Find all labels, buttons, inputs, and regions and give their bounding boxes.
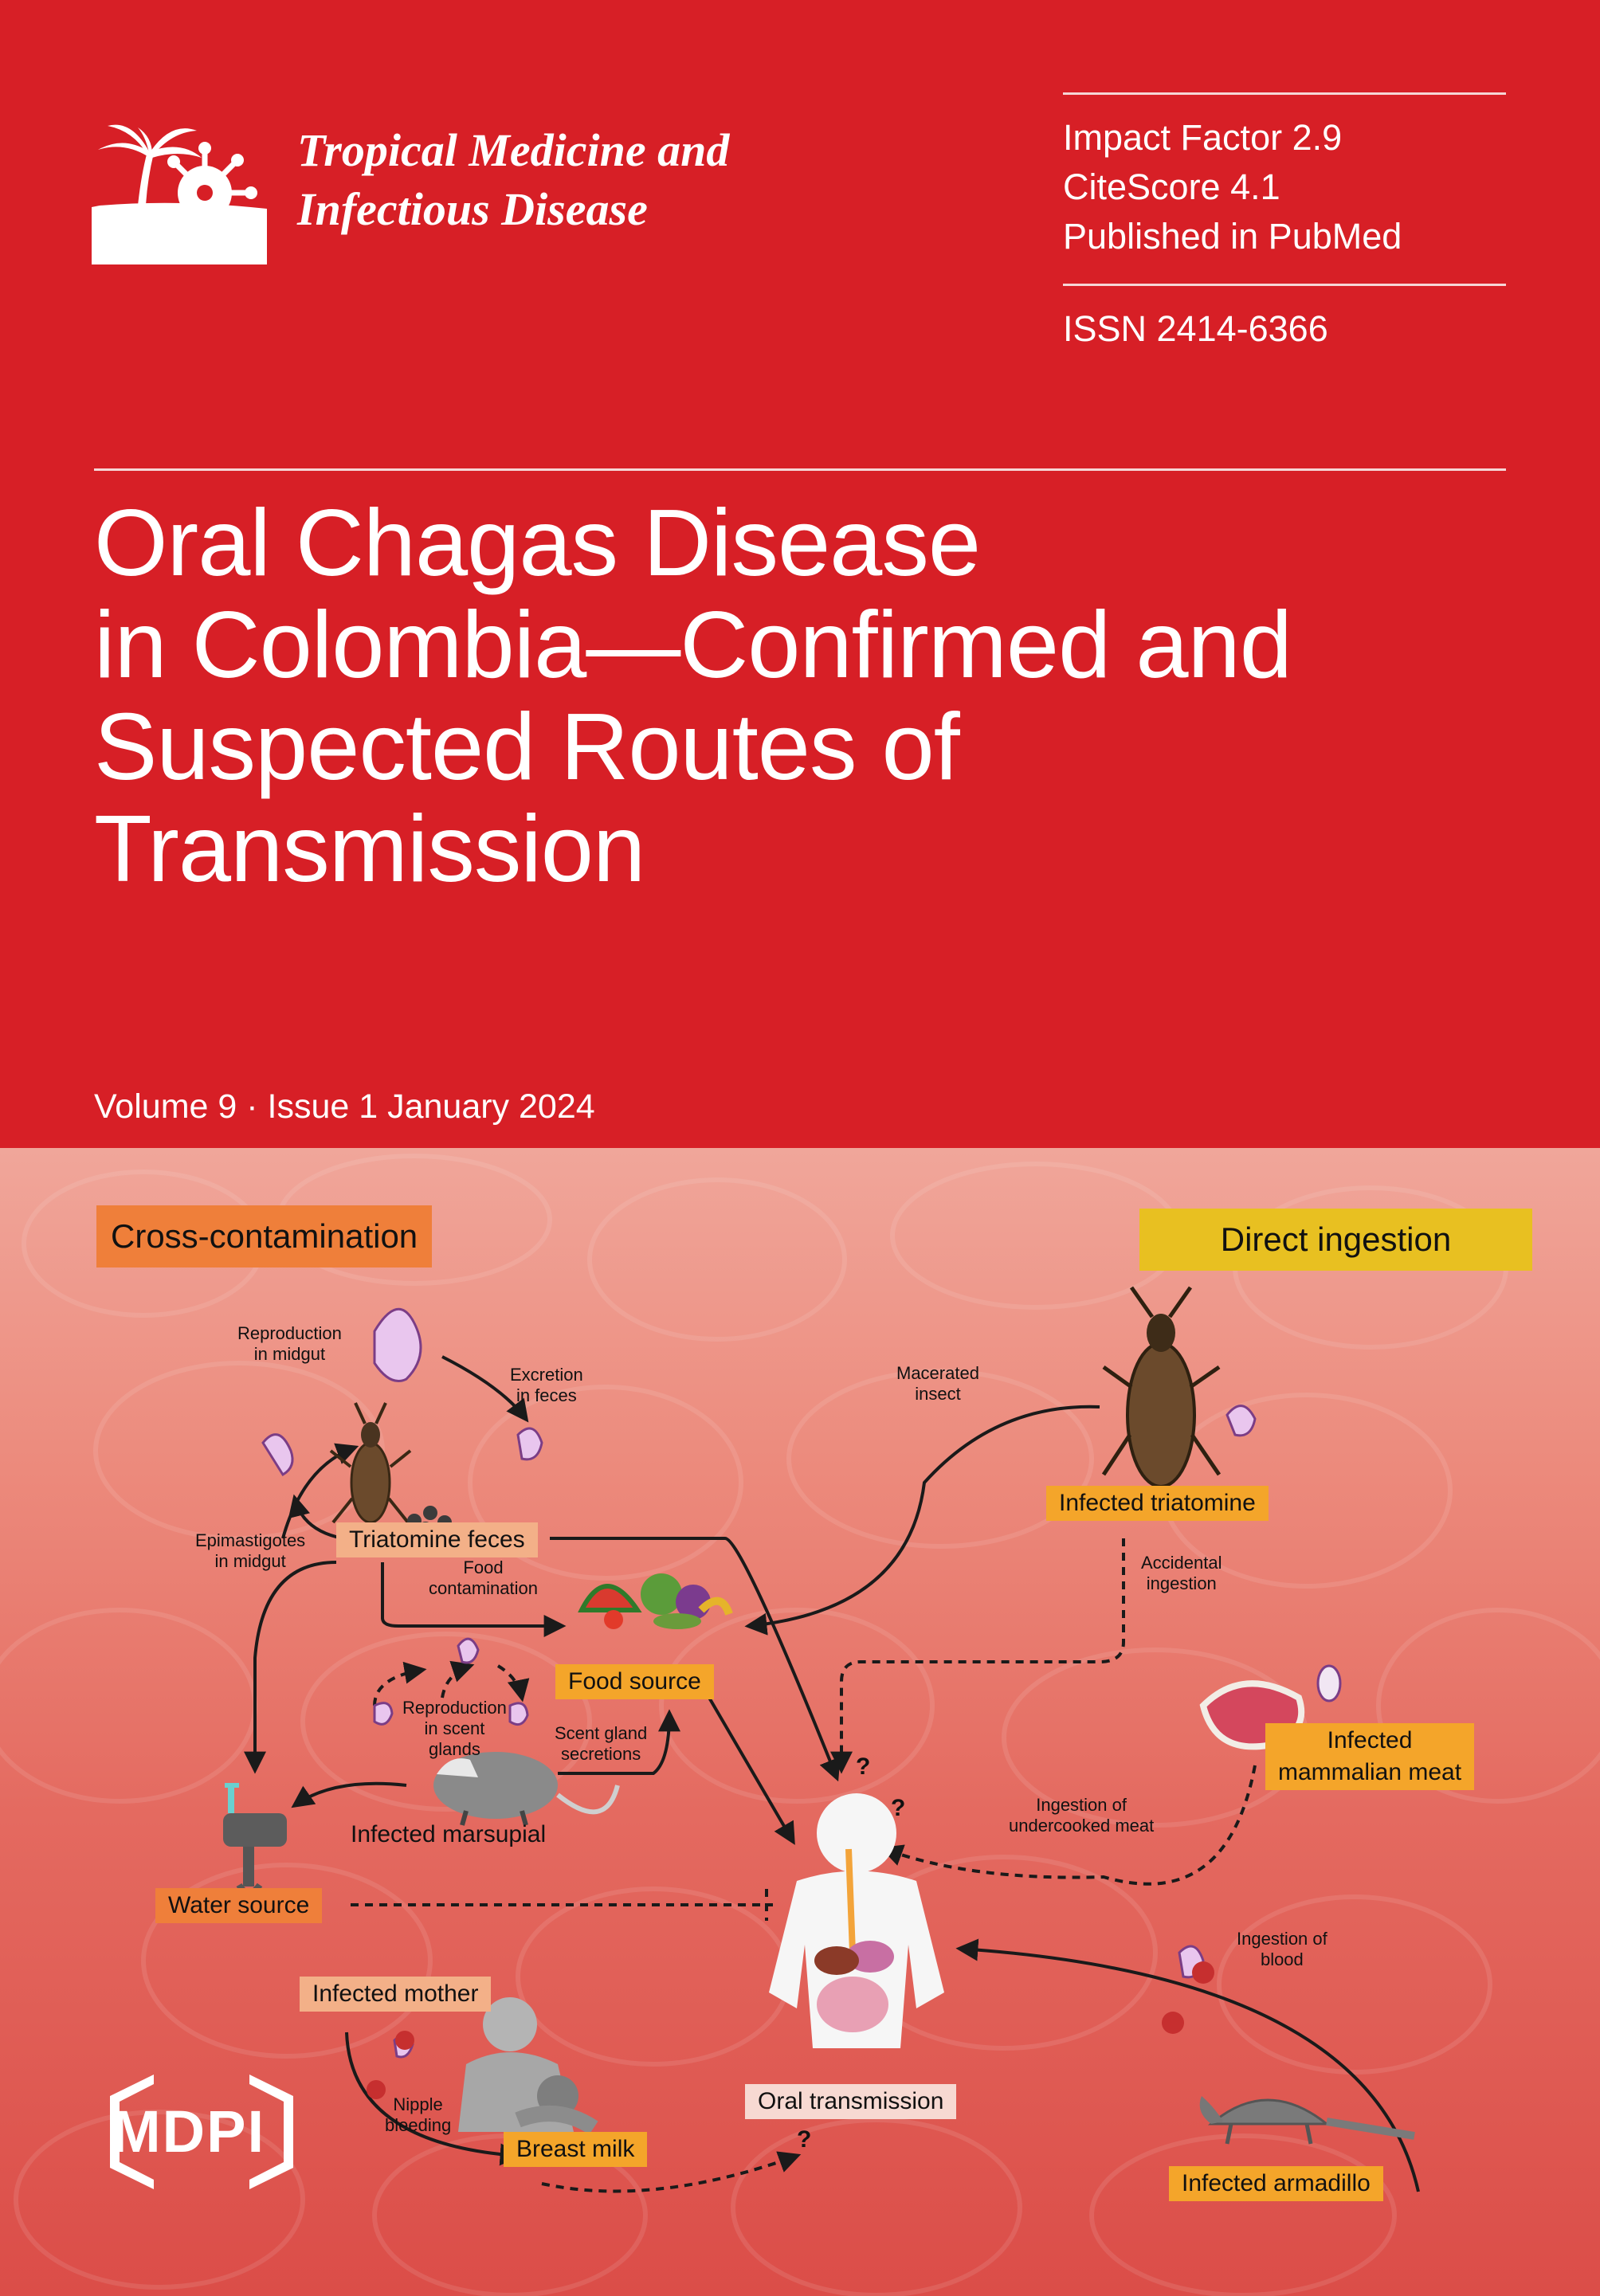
journal-title: Tropical Medicine and Infectious Disease — [297, 121, 729, 239]
infected-marsupial-label: Infected marsupial — [351, 1821, 547, 1847]
sink-icon — [223, 1783, 287, 1896]
issue-info: Volume 9 · Issue 1 January 2024 — [94, 1087, 595, 1126]
reproduction-midgut-label: Reproduction in midgut — [237, 1323, 342, 1364]
infected-meat-label: Infected mammalian meat — [1265, 1723, 1475, 1790]
article-title-line: Transmission — [94, 796, 645, 902]
ingestion-blood-label: Ingestion of blood — [1237, 1929, 1327, 1969]
mother-breastfeeding-icon — [458, 1997, 598, 2135]
triatomine-bug-icon — [329, 1402, 412, 1524]
divider — [1063, 284, 1506, 286]
breast-milk-label: Breast milk — [504, 2132, 648, 2167]
publisher-name: MDPI — [112, 2098, 265, 2165]
cover-illustration: Cross-contamination Direct ingestion Rep… — [0, 1148, 1600, 2296]
impact-factor: Impact Factor 2.9 — [1063, 117, 1343, 158]
cover-header: Tropical Medicine and Infectious Disease… — [92, 92, 1506, 1126]
issn: ISSN 2414-6366 — [1063, 308, 1328, 349]
direct-ingestion-label: Direct ingestion — [1139, 1209, 1532, 1271]
question-mark: ? — [891, 1795, 906, 1821]
journal-title-line: Infectious Disease — [297, 183, 648, 235]
scent-gland-label: Scent gland secretions — [555, 1723, 648, 1764]
water-source-label: Water source — [155, 1888, 323, 1923]
undercooked-meat-label: Ingestion of undercooked meat — [1009, 1795, 1155, 1836]
journal-title-line: Tropical Medicine and — [297, 124, 730, 176]
parasite-icon — [261, 1307, 1257, 2059]
reproduction-scent-label: Reproduction in scent glands — [402, 1698, 507, 1759]
marsupial-icon — [433, 1752, 620, 1826]
palm-tree-virus-icon — [92, 124, 267, 264]
pubmed-status: Published in PubMed — [1063, 216, 1402, 257]
transmission-diagram — [223, 1286, 1420, 2193]
big-triatomine-icon — [1101, 1286, 1222, 1488]
article-title: Oral Chagas Disease in Colombia—Confirme… — [94, 492, 1292, 900]
cross-contamination-label: Cross-contamination — [96, 1205, 433, 1268]
oral-transmission-label: Oral transmission — [745, 2084, 957, 2119]
human-digestive-icon — [769, 1793, 944, 2048]
food-source-label: Food source — [555, 1664, 714, 1699]
excretion-feces-label: Excretion in feces — [510, 1365, 583, 1405]
food-contamination-label: Food contamination — [429, 1557, 538, 1598]
article-title-line: in Colombia—Confirmed and — [94, 592, 1292, 698]
mdpi-logo-icon — [110, 2075, 293, 2189]
divider — [1063, 92, 1506, 95]
article-title-line: Oral Chagas Disease — [94, 490, 981, 596]
nipple-bleeding-label: Nipple bleeding — [385, 2094, 452, 2135]
question-mark: ? — [856, 1753, 871, 1780]
food-basket-icon — [578, 1573, 733, 1629]
armadillo-icon — [1199, 2096, 1415, 2145]
infected-mother-label: Infected mother — [300, 1977, 492, 2012]
accidental-ingestion-label: Accidental ingestion — [1141, 1553, 1222, 1593]
blood-drop-icon — [367, 1961, 1214, 2099]
article-title-line: Suspected Routes of — [94, 694, 960, 800]
epimastigotes-midgut-label: Epimastigotes in midgut — [195, 1530, 306, 1571]
triatomine-feces-label: Triatomine feces — [336, 1522, 538, 1557]
question-mark: ? — [797, 2126, 812, 2153]
infected-triatomine-label: Infected triatomine — [1046, 1486, 1269, 1521]
infected-armadillo-label: Infected armadillo — [1169, 2166, 1383, 2201]
divider — [94, 468, 1506, 471]
citescore: CiteScore 4.1 — [1063, 167, 1280, 207]
macerated-insect-label: Macerated insect — [896, 1363, 979, 1404]
